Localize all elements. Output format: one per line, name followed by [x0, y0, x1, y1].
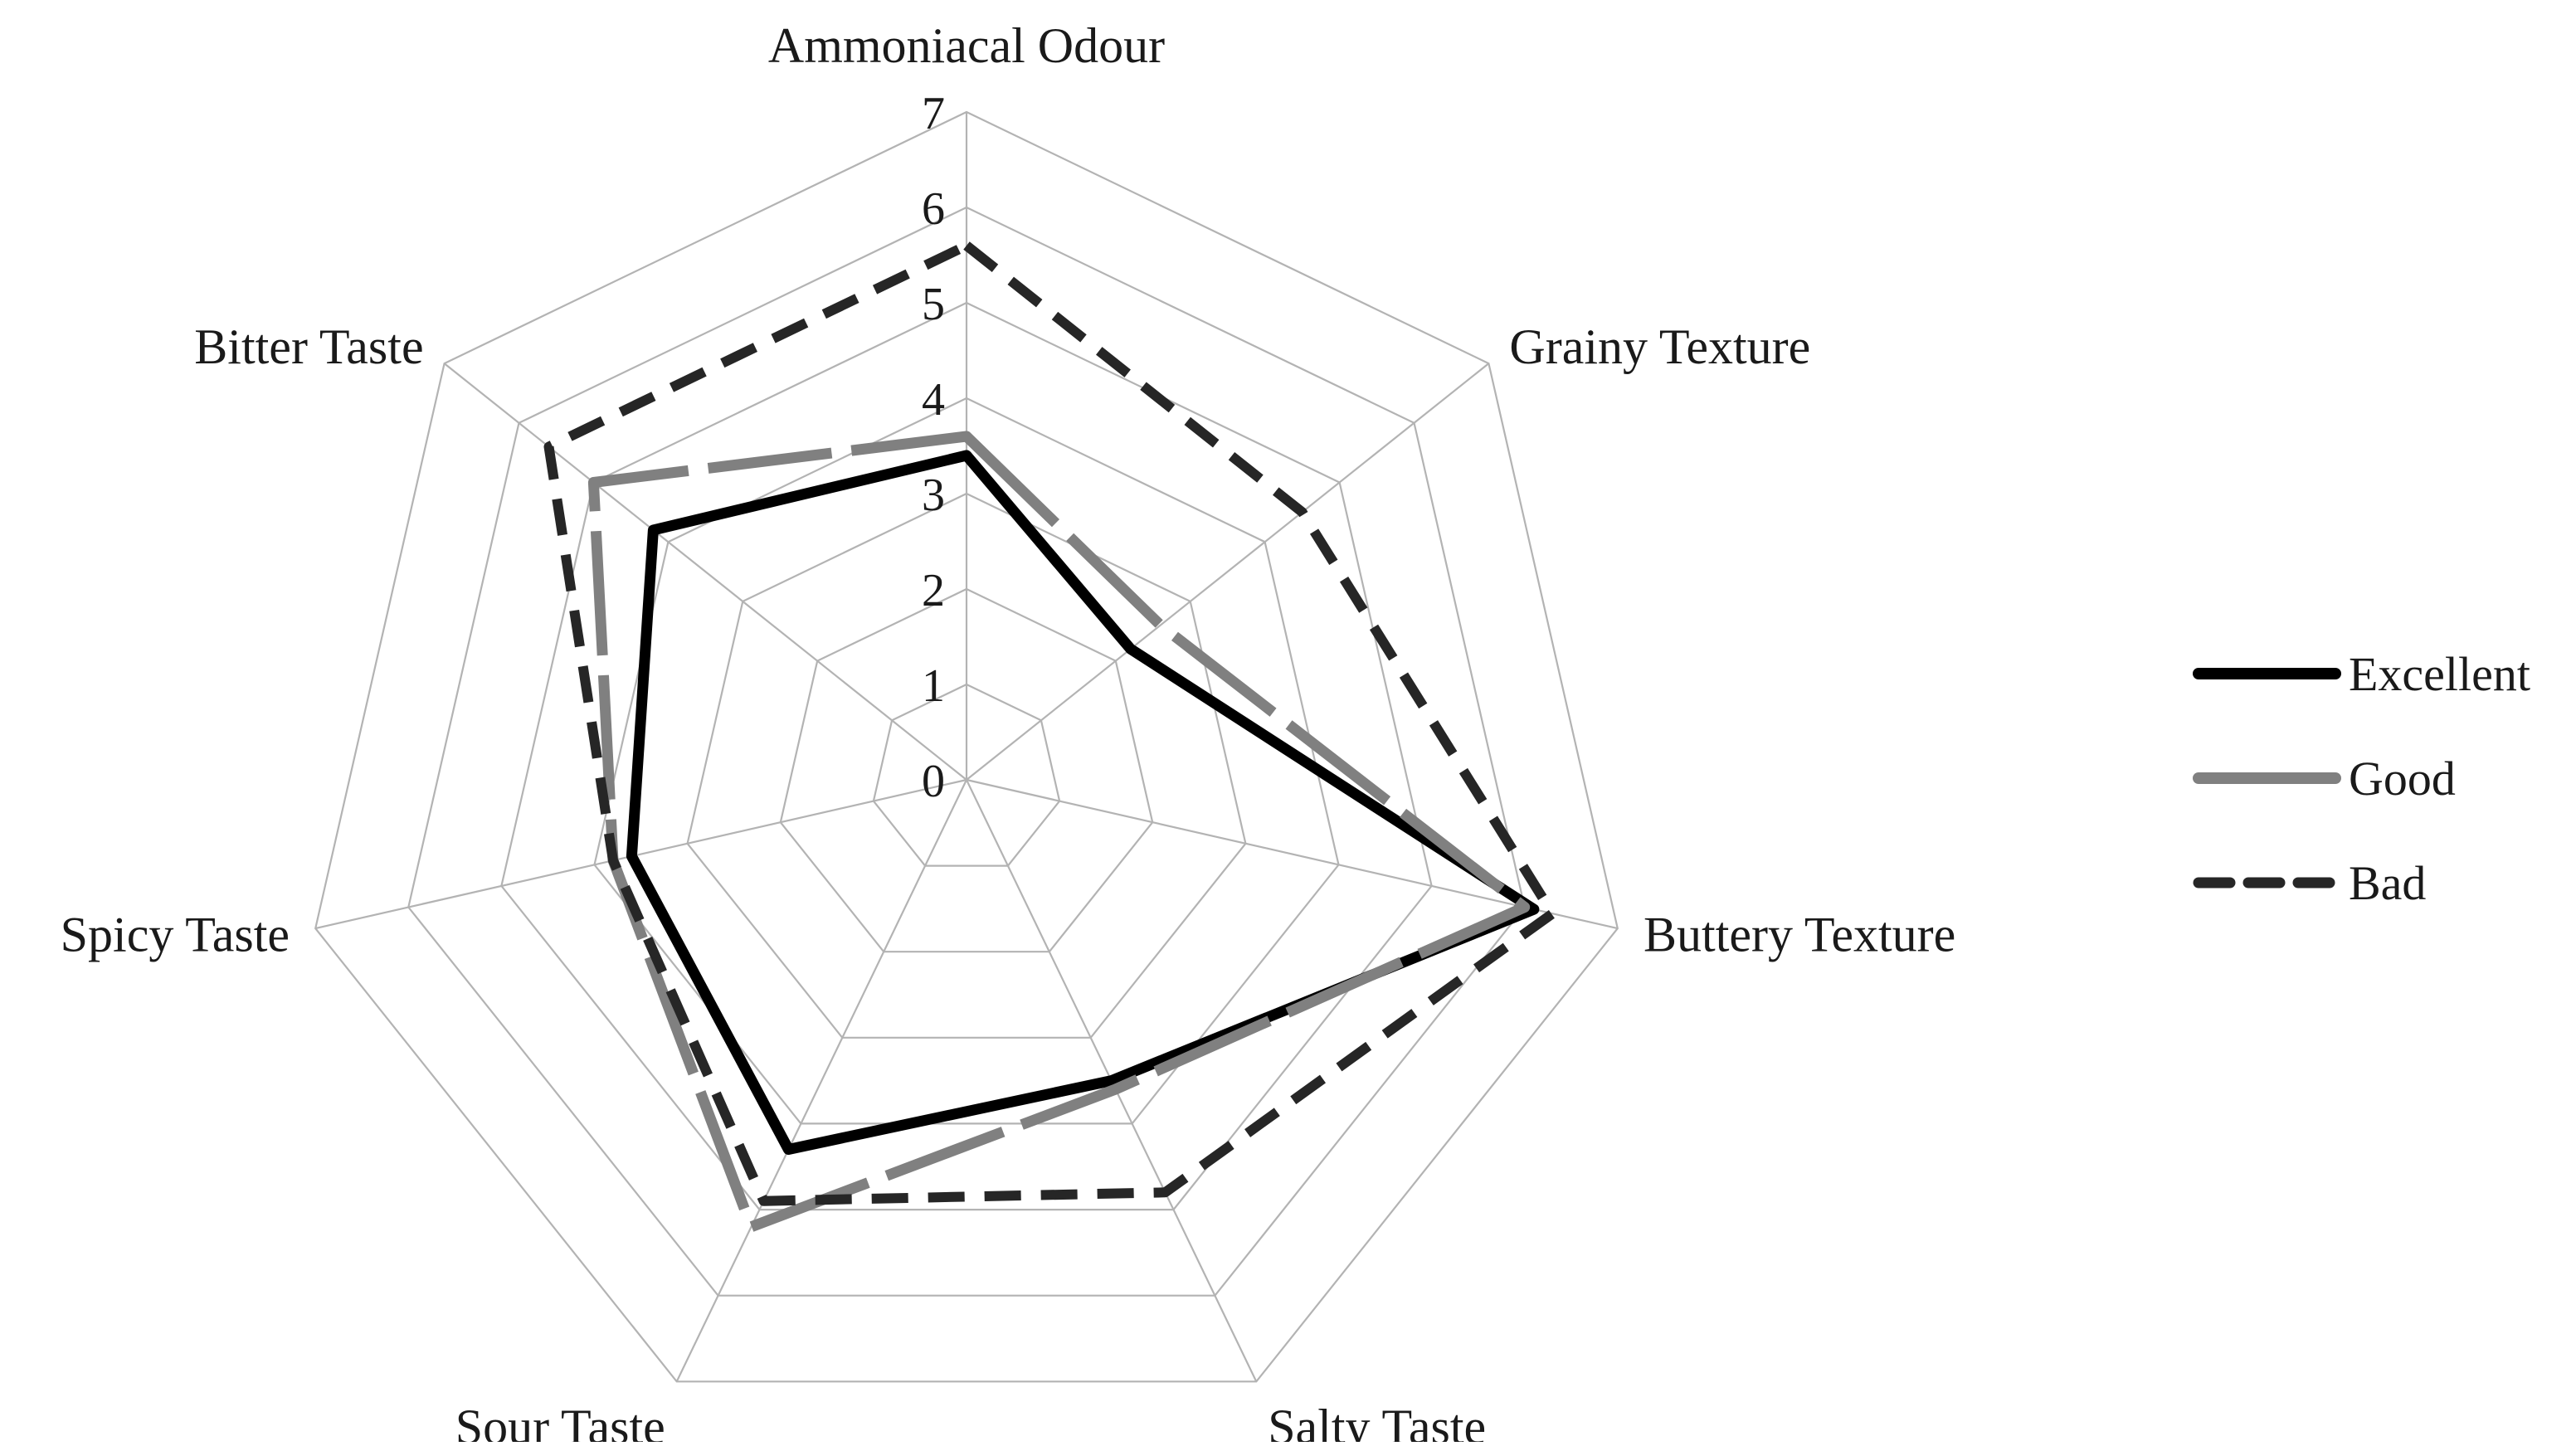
tick-label: 2 — [922, 565, 945, 616]
tick-label: 6 — [922, 183, 945, 235]
legend-label-excellent: Excellent — [2349, 647, 2530, 701]
axis-label: Salty Taste — [1268, 1400, 1486, 1442]
axis-label: Buttery Texture — [1643, 907, 1955, 962]
axis-label: Bitter Taste — [194, 319, 423, 374]
series-bad-line — [543, 241, 1558, 1206]
axis-spoke — [675, 779, 967, 1382]
tick-label: 1 — [922, 660, 945, 712]
tick-label: 3 — [922, 470, 945, 521]
legend-label-good: Good — [2349, 752, 2456, 806]
grid-ring — [779, 587, 1154, 953]
axis-spoke — [966, 363, 1490, 781]
tick-label: 7 — [922, 88, 945, 139]
axis-spoke — [966, 778, 1619, 930]
grid-ring — [314, 110, 1619, 1383]
radial-tick-labels: 0 1 2 3 4 5 6 7 — [922, 88, 945, 807]
grid-ring — [593, 397, 1340, 1125]
series-good-line — [587, 431, 1531, 1233]
radar-grid — [314, 110, 1619, 1383]
axis-spoke — [443, 363, 967, 781]
grid-ring — [872, 683, 1061, 867]
axis-label: Spicy Taste — [61, 907, 290, 962]
tick-label: 4 — [922, 374, 945, 426]
grid-ring — [686, 492, 1247, 1039]
legend-label-bad: Bad — [2349, 856, 2426, 910]
series-excellent-line — [626, 450, 1540, 1155]
axis-spoke — [314, 778, 967, 930]
data-series — [543, 241, 1558, 1233]
tick-label: 5 — [922, 279, 945, 330]
axis-label: Sour Taste — [455, 1400, 665, 1442]
axis-label: Ammoniacal Odour — [768, 18, 1165, 73]
axis-label: Grainy Texture — [1509, 319, 1810, 374]
tick-label: 0 — [922, 756, 945, 807]
grid-ring — [407, 206, 1526, 1297]
grid-ring — [500, 301, 1433, 1211]
